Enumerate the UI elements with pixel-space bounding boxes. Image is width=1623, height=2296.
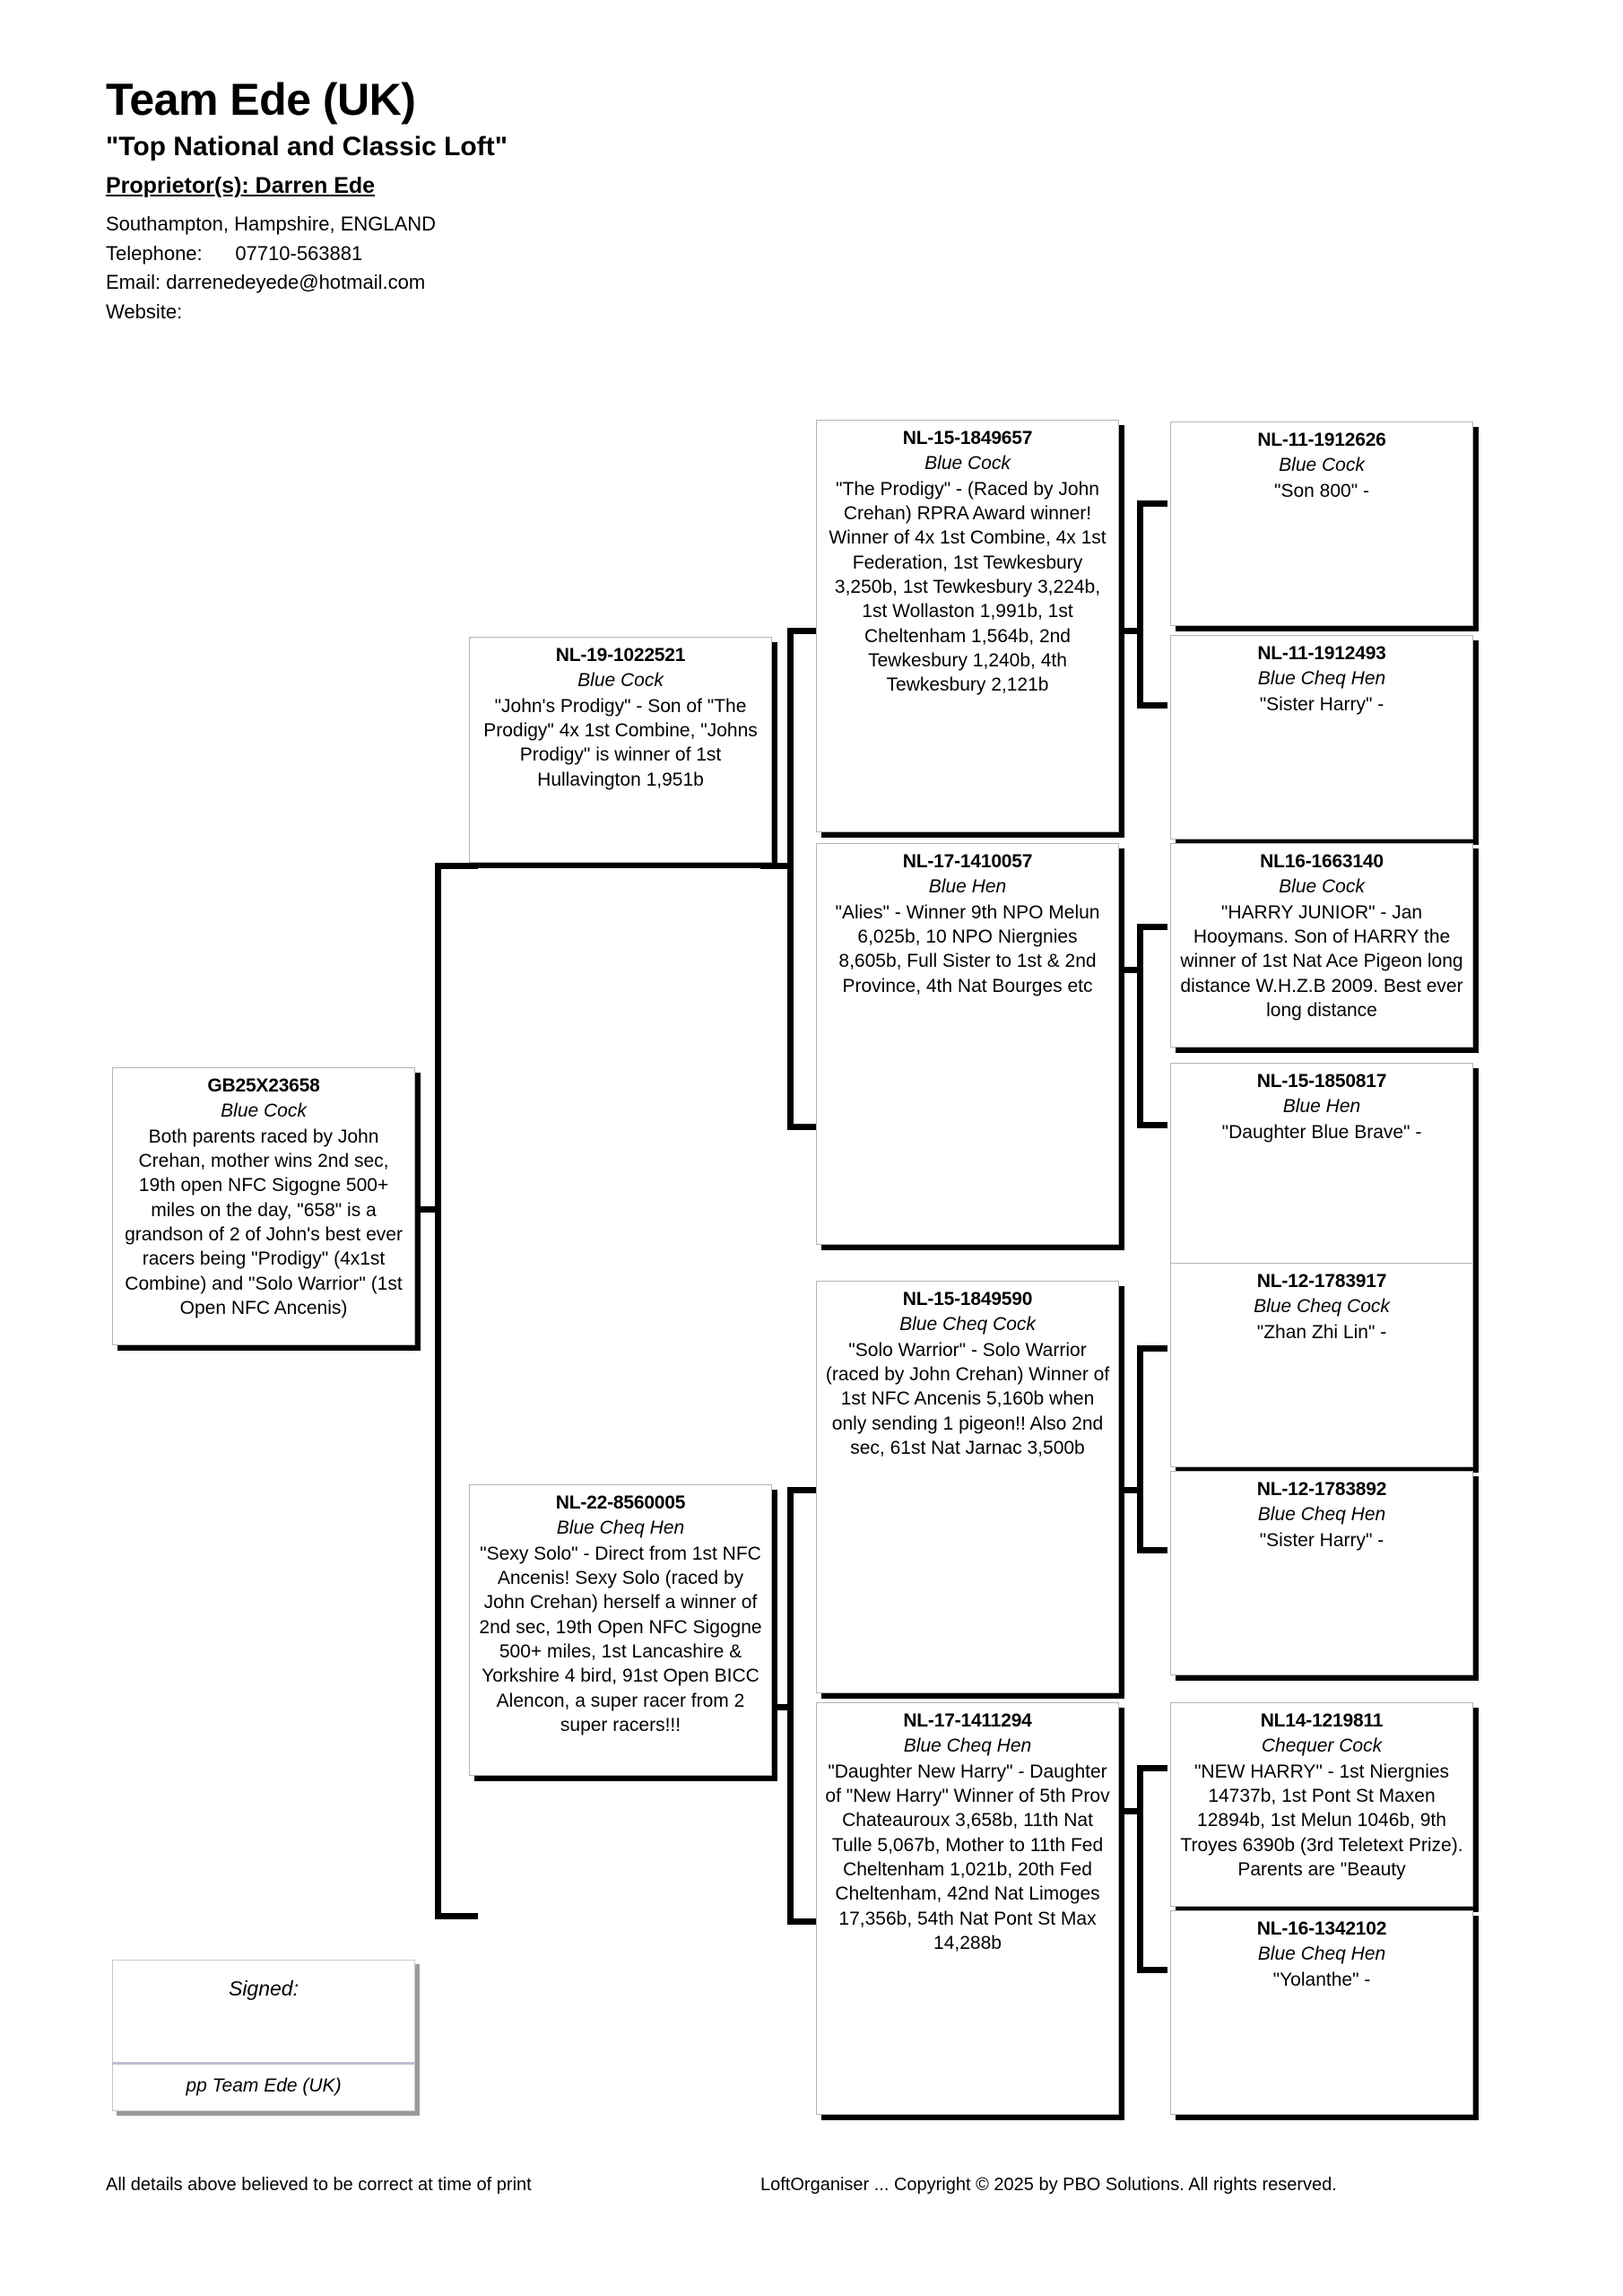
dam-sire-notes: "Solo Warrior" - Solo Warrior (raced by …: [825, 1339, 1110, 1459]
signature-box[interactable]: Signed:: [112, 1960, 415, 2063]
pedigree-box-dam[interactable]: NL-22-8560005 Blue Cheq Hen "Sexy Solo" …: [469, 1484, 772, 1776]
sd-sire-notes: "HARRY JUNIOR" - Jan Hooymans. Son of HA…: [1180, 901, 1463, 1022]
pedigree-box-sire[interactable]: NL-19-1022521 Blue Cock "John's Prodigy"…: [469, 637, 772, 863]
ds-dam-colour-sex: Blue Cheq Hen: [1257, 1503, 1386, 1525]
dam-sire-colour-sex: Blue Cheq Cock: [899, 1313, 1036, 1335]
sire-colour-sex: Blue Cock: [577, 669, 664, 691]
ds-sire-colour-sex: Blue Cheq Cock: [1254, 1295, 1390, 1317]
pedigree-box-ds-sire[interactable]: NL-12-1783917 Blue Cheq Cock "Zhan Zhi L…: [1170, 1263, 1473, 1467]
subject-colour-sex: Blue Cock: [221, 1100, 307, 1121]
dd-sire-ring-number: NL14-1219811: [1260, 1710, 1384, 1731]
dam-dam-colour-sex: Blue Cheq Hen: [903, 1735, 1032, 1756]
pedigree-box-ds-dam[interactable]: NL-12-1783892 Blue Cheq Hen "Sister Harr…: [1170, 1471, 1473, 1675]
stub-subject-center: [408, 1206, 438, 1213]
bracket-sire-sire-to-ggp: [1137, 500, 1167, 709]
sd-dam-colour-sex: Blue Hen: [1282, 1095, 1361, 1117]
stub-dam-center: [760, 1704, 791, 1710]
sire-sire-ring-number: NL-15-1849657: [902, 428, 1033, 448]
sd-sire-colour-sex: Blue Cock: [1279, 875, 1365, 897]
dd-dam-ring-number: NL-16-1342102: [1256, 1918, 1387, 1939]
pedigree-box-ss-sire[interactable]: NL-11-1912626 Blue Cock "Son 800" -: [1170, 422, 1473, 626]
sire-sire-notes: "The Prodigy" - (Raced by John Crehan) R…: [829, 478, 1107, 696]
loft-website: Website:: [106, 300, 183, 323]
bracket-sire-dam-to-ggp: [1137, 924, 1167, 1128]
loft-header: Team Ede (UK) "Top National and Classic …: [106, 76, 913, 326]
ss-dam-notes: "Sister Harry" -: [1259, 693, 1384, 715]
signature-label: Signed:: [228, 1977, 299, 2000]
stub-sire-dam-center: [1112, 967, 1141, 973]
sd-dam-notes: "Daughter Blue Brave" -: [1221, 1121, 1422, 1143]
bracket-subject-to-parents: [435, 863, 478, 1919]
loft-contact-block: Southampton, Hampshire, ENGLAND Telephon…: [106, 210, 913, 326]
pedigree-box-dam-dam[interactable]: NL-17-1411294 Blue Cheq Hen "Daughter Ne…: [816, 1702, 1119, 2115]
sire-ring-number: NL-19-1022521: [555, 645, 686, 665]
loft-slogan: "Top National and Classic Loft": [106, 132, 508, 161]
dd-sire-notes: "NEW HARRY" - 1st Niergnies 14737b, 1st …: [1180, 1761, 1463, 1881]
ds-sire-notes: "Zhan Zhi Lin" -: [1256, 1321, 1387, 1343]
dd-dam-notes: "Yolanthe" -: [1272, 1969, 1371, 1990]
footer-disclaimer: All details above believed to be correct…: [106, 2175, 532, 2195]
signature-pp-box: pp Team Ede (UK): [112, 2063, 415, 2111]
dam-sire-ring-number: NL-15-1849590: [902, 1289, 1033, 1309]
sire-notes: "John's Prodigy" - Son of "The Prodigy" …: [483, 695, 758, 790]
ds-sire-ring-number: NL-12-1783917: [1256, 1271, 1387, 1292]
loft-telephone: Telephone: 07710-563881: [106, 241, 363, 265]
pedigree-box-sd-dam[interactable]: NL-15-1850817 Blue Hen "Daughter Blue Br…: [1170, 1063, 1473, 1267]
loft-email: Email: darrenedeyede@hotmail.com: [106, 271, 426, 294]
pedigree-box-ss-dam[interactable]: NL-11-1912493 Blue Cheq Hen "Sister Harr…: [1170, 635, 1473, 839]
stub-sire-sire-center: [1112, 628, 1141, 634]
sd-dam-ring-number: NL-15-1850817: [1256, 1071, 1387, 1091]
ss-dam-ring-number: NL-11-1912493: [1257, 643, 1386, 664]
dam-ring-number: NL-22-8560005: [555, 1492, 686, 1513]
sire-dam-notes: "Alies" - Winner 9th NPO Melun 6,025b, 1…: [835, 901, 1100, 996]
ss-dam-colour-sex: Blue Cheq Hen: [1257, 667, 1386, 689]
ss-sire-ring-number: NL-11-1912626: [1257, 430, 1386, 450]
stub-dam-sire-center: [1112, 1487, 1141, 1493]
subject-notes: Both parents raced by John Crehan, mothe…: [125, 1126, 403, 1318]
ss-sire-notes: "Son 800" -: [1274, 480, 1369, 501]
sire-dam-colour-sex: Blue Hen: [928, 875, 1007, 897]
sire-sire-colour-sex: Blue Cock: [924, 452, 1011, 474]
dam-dam-notes: "Daughter New Harry" - Daughter of "New …: [825, 1761, 1110, 1953]
bracket-sire-to-grandparents: [787, 628, 825, 1130]
ds-dam-ring-number: NL-12-1783892: [1256, 1479, 1387, 1500]
dd-sire-colour-sex: Chequer Cock: [1261, 1735, 1383, 1756]
bracket-dam-dam-to-ggp: [1137, 1765, 1167, 1973]
pedigree-box-dd-dam[interactable]: NL-16-1342102 Blue Cheq Hen "Yolanthe" -: [1170, 1910, 1473, 2115]
sire-dam-ring-number: NL-17-1410057: [902, 851, 1033, 872]
pedigree-box-sire-sire[interactable]: NL-15-1849657 Blue Cock "The Prodigy" - …: [816, 420, 1119, 832]
stub-sire-center: [760, 863, 791, 869]
signature-pp-label: pp Team Ede (UK): [186, 2075, 342, 2096]
sd-sire-ring-number: NL16-1663140: [1260, 851, 1384, 872]
dam-colour-sex: Blue Cheq Hen: [556, 1517, 685, 1538]
dam-notes: "Sexy Solo" - Direct from 1st NFC Anceni…: [479, 1543, 762, 1735]
pedigree-box-dd-sire[interactable]: NL14-1219811 Chequer Cock "NEW HARRY" - …: [1170, 1702, 1473, 1907]
pedigree-box-subject[interactable]: GB25X23658 Blue Cock Both parents raced …: [112, 1067, 415, 1345]
stub-dam-dam-center: [1112, 1808, 1141, 1814]
bracket-dam-sire-to-ggp: [1137, 1345, 1167, 1553]
ss-sire-colour-sex: Blue Cock: [1279, 454, 1365, 475]
loft-proprietor: Proprietor(s): Darren Ede: [106, 173, 376, 198]
dam-dam-ring-number: NL-17-1411294: [903, 1710, 1032, 1731]
footer-copyright: LoftOrganiser ... Copyright © 2025 by PB…: [760, 2175, 1337, 2195]
subject-ring-number: GB25X23658: [207, 1075, 320, 1096]
pedigree-box-dam-sire[interactable]: NL-15-1849590 Blue Cheq Cock "Solo Warri…: [816, 1281, 1119, 1693]
ds-dam-notes: "Sister Harry" -: [1259, 1529, 1384, 1551]
dd-dam-colour-sex: Blue Cheq Hen: [1257, 1943, 1386, 1964]
pedigree-box-sd-sire[interactable]: NL16-1663140 Blue Cock "HARRY JUNIOR" - …: [1170, 843, 1473, 1048]
pedigree-box-sire-dam[interactable]: NL-17-1410057 Blue Hen "Alies" - Winner …: [816, 843, 1119, 1245]
loft-address: Southampton, Hampshire, ENGLAND: [106, 213, 437, 235]
loft-name: Team Ede (UK): [106, 74, 416, 125]
